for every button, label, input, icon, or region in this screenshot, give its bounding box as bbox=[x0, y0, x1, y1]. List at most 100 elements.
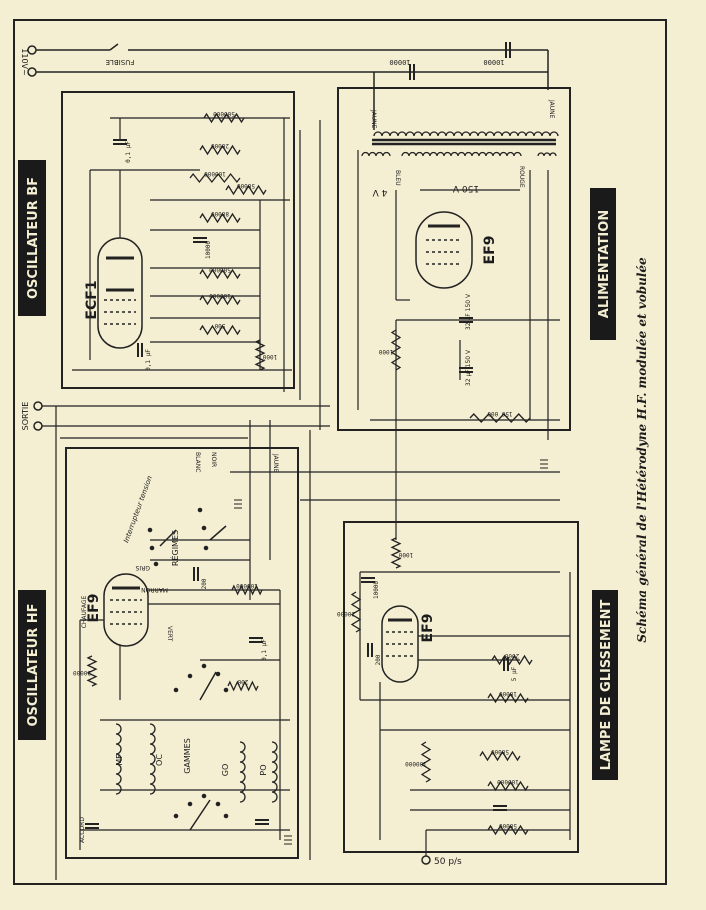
jaune-label-1: JAUNE bbox=[370, 109, 377, 129]
tube-ecf1-label: ECF1 bbox=[84, 280, 100, 319]
resistor-r23 bbox=[86, 655, 98, 687]
regimes-label: RÉGIMES bbox=[169, 530, 180, 566]
mains-label: 110V~ bbox=[20, 48, 29, 75]
resistor-r11 bbox=[254, 339, 266, 371]
tube-ef9-alim bbox=[415, 211, 473, 289]
resistor-r7 bbox=[199, 212, 241, 224]
value-r13: 1000 bbox=[378, 348, 393, 355]
ground-symbols bbox=[234, 459, 548, 845]
tube-ef9-glissement-label: EF9 bbox=[420, 614, 436, 643]
accord-label: ACCORD bbox=[79, 817, 86, 843]
cap-32a-label: 32 µF 150 V bbox=[465, 293, 472, 330]
wire-jaune: JAUNE bbox=[272, 453, 279, 473]
value-r12: 150 000 bbox=[487, 410, 513, 417]
value-r15: 100000 bbox=[236, 582, 258, 589]
value-r16: 2000 bbox=[504, 652, 519, 659]
resistor-r3 bbox=[203, 112, 245, 124]
cap-32b-label: 32 µF 150 V bbox=[465, 349, 472, 386]
resistors: 5000002000010000050000800005000001000005… bbox=[73, 110, 533, 836]
osc-hf-box bbox=[65, 447, 299, 859]
coil-po bbox=[271, 741, 278, 803]
outer-frame bbox=[13, 19, 667, 885]
resistor-r10 bbox=[199, 324, 241, 336]
value-c4: 5 µF bbox=[511, 666, 518, 681]
wire-marron: MARRON bbox=[141, 586, 168, 593]
voltage-4: 4 V bbox=[372, 187, 388, 197]
osc-bf-banner: OSCILLATEUR BF bbox=[18, 160, 46, 316]
voltage-150: 150 V bbox=[452, 183, 479, 193]
value-c-top2: 10000 bbox=[483, 58, 504, 66]
tube-ef9-alim-label: EF9 bbox=[482, 236, 498, 265]
value-r20: 50000 bbox=[499, 822, 517, 829]
value-r7: 80000 bbox=[211, 210, 229, 217]
coil-oc bbox=[149, 723, 156, 795]
alimentation-title: ALIMENTATION bbox=[597, 210, 612, 318]
value-r18: 100000 bbox=[405, 760, 427, 767]
regimes-switch bbox=[147, 507, 227, 567]
value-r14: 20000 bbox=[337, 610, 355, 617]
sortie-terminals bbox=[33, 401, 43, 431]
resistor-r8 bbox=[199, 268, 241, 280]
tube-ef9-glissement bbox=[381, 605, 419, 683]
sortie-label: SORTIE bbox=[21, 402, 30, 431]
lampe-box bbox=[343, 521, 579, 853]
jaune-label-2: JAUNE bbox=[548, 99, 555, 119]
wire-gris: GRIS bbox=[135, 564, 150, 571]
value-r24: 1000 bbox=[398, 551, 413, 558]
value-c1: 0,1 µF bbox=[125, 141, 132, 163]
resistor-r6 bbox=[225, 184, 267, 196]
bleu-label: BLEU bbox=[394, 170, 401, 186]
value-c3: 200 bbox=[375, 654, 382, 665]
value-r11: 1000 bbox=[262, 353, 277, 360]
value-r4: 20000 bbox=[211, 142, 229, 149]
resistor-r19 bbox=[487, 780, 529, 792]
value-c3: 200 bbox=[201, 578, 208, 589]
resistor-r18 bbox=[420, 741, 432, 783]
value-r19: 100000 bbox=[497, 778, 519, 785]
osc-hf-banner: OSCILLATEUR HF bbox=[18, 590, 46, 740]
osc-bf-title: OSCILLATEUR BF bbox=[26, 177, 41, 299]
tube-ef9-hf-label: EF9 bbox=[86, 594, 102, 623]
value-c2: 10000 bbox=[373, 581, 380, 599]
transformer-windings bbox=[361, 131, 559, 157]
resistor-r21 bbox=[479, 750, 521, 762]
resistor-r20 bbox=[487, 824, 529, 836]
heater-winding bbox=[361, 151, 391, 157]
resistor-r17 bbox=[487, 692, 529, 704]
fusible-label: FUSIBLE bbox=[106, 58, 135, 66]
coil-oc-label: OC bbox=[155, 754, 164, 766]
value-c1: 0,1 µF bbox=[145, 349, 152, 371]
lampe-title: LAMPE DE GLISSEMENT bbox=[599, 599, 614, 770]
aux-winding bbox=[537, 152, 557, 157]
hf-coils bbox=[115, 723, 278, 803]
value-r21: 50000 bbox=[491, 748, 509, 755]
resistor-r5 bbox=[189, 172, 241, 184]
coil-go-label: GO bbox=[221, 764, 230, 777]
value-r23: 20000 bbox=[73, 669, 91, 676]
primary-winding bbox=[373, 131, 559, 137]
resistor-r16 bbox=[491, 654, 533, 666]
value-r22: 200 bbox=[237, 678, 248, 685]
resistor-r22 bbox=[227, 680, 259, 692]
gammes-label: GAMMES bbox=[183, 738, 192, 774]
gammes-switch bbox=[173, 663, 229, 831]
rouge-label: ROUGE bbox=[518, 166, 525, 188]
coil-mf-label: MF bbox=[115, 754, 124, 766]
top-capacitors bbox=[409, 42, 511, 80]
resistor-r24 bbox=[390, 537, 402, 569]
value-r17: 10000 bbox=[499, 690, 517, 697]
value-c2: 10000 bbox=[205, 241, 212, 259]
alimentation-box bbox=[337, 87, 571, 431]
lampe-banner: LAMPE DE GLISSEMENT bbox=[592, 590, 618, 780]
resistor-r12 bbox=[469, 413, 531, 423]
osc-bf-box bbox=[61, 91, 295, 389]
resistor-r9 bbox=[199, 294, 241, 306]
value-r10: 500 bbox=[214, 322, 225, 329]
wiring bbox=[42, 117, 571, 880]
coil-mf bbox=[115, 723, 122, 795]
value-r3: 500000 bbox=[213, 110, 235, 117]
wire-blanc: BLANC bbox=[194, 452, 201, 472]
